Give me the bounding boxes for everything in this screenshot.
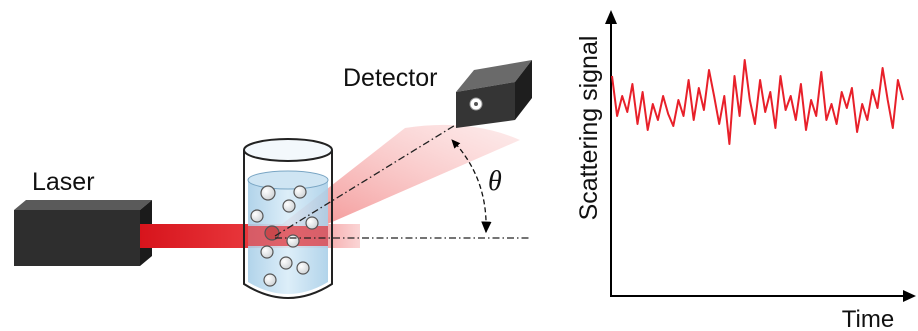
y-axis-label: Scattering signal (575, 36, 603, 221)
plot-area (611, 59, 904, 145)
scatter-axis-line (274, 115, 471, 237)
laser-box (14, 200, 152, 266)
x-axis-arrow (903, 290, 916, 302)
x-axis-label: Time (842, 306, 894, 331)
scattered-light-cone (272, 124, 520, 236)
detector-label: Detector (343, 64, 437, 92)
angle-label: θ (488, 166, 502, 197)
particles (250, 185, 319, 287)
detector-box (456, 60, 532, 128)
angle-arc (454, 142, 492, 234)
signal-chart: Scattering signal Time (575, 10, 916, 331)
y-axis-arrow (605, 10, 617, 24)
laser-label: Laser (32, 168, 95, 196)
signal-line-series-0 (611, 59, 904, 145)
